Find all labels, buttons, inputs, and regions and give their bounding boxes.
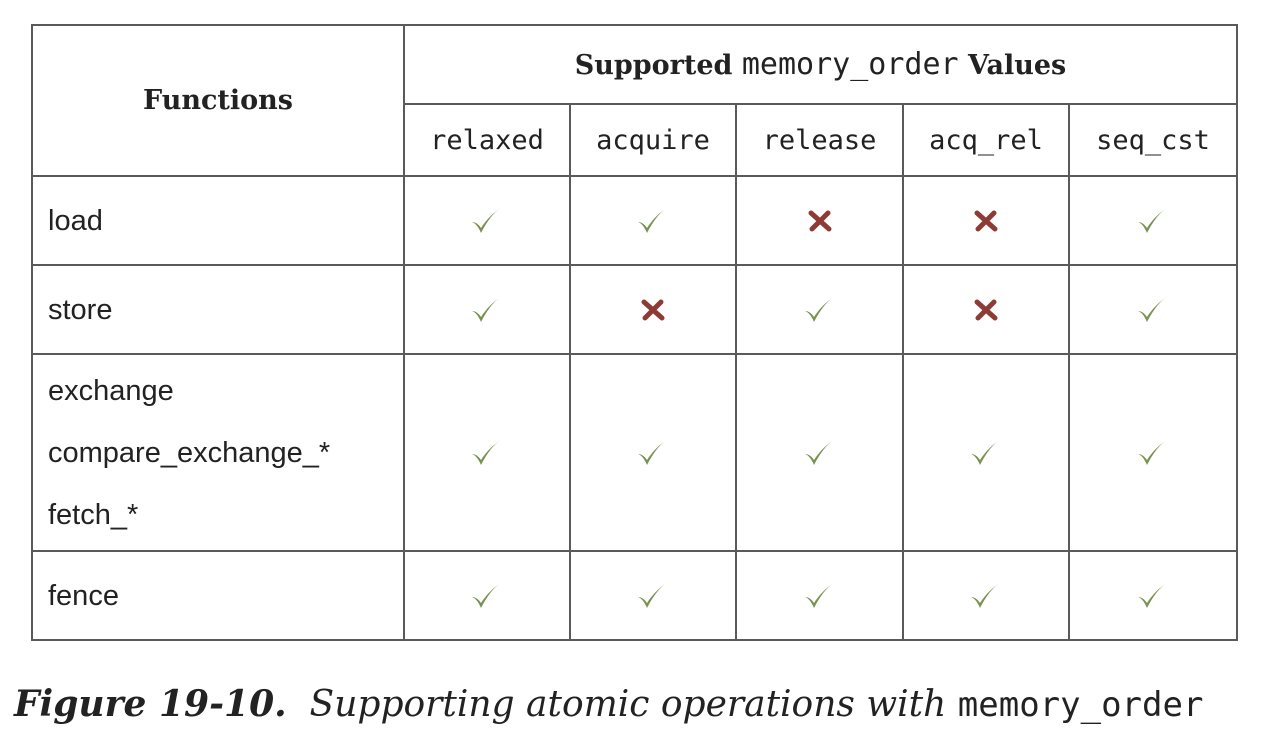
checkmark-icon bbox=[470, 581, 504, 608]
supported-values-header: Supported memory_order Values bbox=[402, 24, 1239, 105]
checkmark-icon bbox=[803, 295, 837, 322]
support-cell-release bbox=[735, 175, 904, 266]
group-header-prefix: Supported bbox=[574, 50, 733, 81]
function-cell: fence bbox=[31, 550, 405, 641]
group-header-code: memory_order bbox=[741, 47, 959, 82]
table-row: fence bbox=[31, 550, 1239, 641]
caption-text: Supporting atomic operations with bbox=[309, 684, 947, 725]
support-cell-acq-rel bbox=[902, 264, 1070, 355]
checkmark-icon bbox=[969, 581, 1003, 608]
table-row: load bbox=[31, 175, 1239, 266]
checkmark-icon bbox=[1136, 438, 1170, 465]
function-name: store bbox=[48, 293, 113, 326]
cross-icon bbox=[974, 299, 998, 320]
support-cell-release bbox=[735, 264, 904, 355]
support-cell-acquire bbox=[569, 550, 737, 641]
support-cell-relaxed bbox=[403, 550, 571, 641]
support-cell-release bbox=[735, 550, 904, 641]
checkmark-icon bbox=[470, 295, 504, 322]
cross-icon bbox=[641, 299, 665, 320]
support-cell-seq-cst bbox=[1067, 175, 1239, 266]
support-cell-acq-rel bbox=[902, 353, 1070, 552]
support-cell-acquire bbox=[569, 175, 737, 266]
checkmark-icon bbox=[636, 438, 670, 465]
support-cell-acq-rel bbox=[902, 550, 1070, 641]
group-header-suffix: Values bbox=[968, 50, 1067, 81]
column-header-acq-rel: acq_rel bbox=[902, 103, 1070, 177]
checkmark-icon bbox=[470, 438, 504, 465]
support-cell-seq-cst bbox=[1067, 550, 1239, 641]
support-cell-relaxed bbox=[403, 353, 571, 552]
table-row: store bbox=[31, 264, 1239, 355]
table-body: load store exchange compare_exchange_*fetch… bbox=[31, 175, 1239, 641]
column-header-relaxed: relaxed bbox=[403, 103, 571, 177]
memory-order-table: Functions Supported memory_order Values … bbox=[31, 24, 1239, 641]
cross-icon bbox=[808, 210, 832, 231]
cross-icon bbox=[974, 210, 998, 231]
support-cell-seq-cst bbox=[1067, 353, 1239, 552]
function-name: fetch_* bbox=[48, 498, 139, 531]
checkmark-icon bbox=[803, 438, 837, 465]
support-cell-seq-cst bbox=[1067, 264, 1239, 355]
figure-caption: Figure 19-10. Supporting atomic operatio… bbox=[14, 683, 1254, 725]
figure-number: Figure 19-10. bbox=[14, 683, 287, 725]
support-cell-acq-rel bbox=[902, 175, 1070, 266]
column-header-acquire: acquire bbox=[569, 103, 737, 177]
function-name: exchange bbox=[48, 374, 174, 407]
caption-code: memory_order bbox=[957, 685, 1204, 725]
support-cell-acquire bbox=[569, 353, 737, 552]
checkmark-icon bbox=[636, 206, 670, 233]
table-row: exchange compare_exchange_* fetch_* bbox=[31, 353, 1239, 552]
support-cell-acquire bbox=[569, 264, 737, 355]
checkmark-icon bbox=[470, 206, 504, 233]
function-cell: load bbox=[31, 175, 405, 266]
checkmark-icon bbox=[1136, 206, 1170, 233]
column-header-seq-cst: seq_cst bbox=[1067, 103, 1239, 177]
support-cell-release bbox=[735, 353, 904, 552]
function-name: fence bbox=[48, 579, 119, 612]
checkmark-icon bbox=[1136, 581, 1170, 608]
function-cell: exchange compare_exchange_* fetch_* bbox=[31, 353, 405, 552]
support-cell-relaxed bbox=[403, 264, 571, 355]
functions-header: Functions bbox=[31, 24, 405, 177]
function-name: load bbox=[48, 204, 103, 237]
column-header-release: release bbox=[735, 103, 904, 177]
checkmark-icon bbox=[1136, 295, 1170, 322]
function-name: compare_exchange_* bbox=[48, 436, 331, 469]
checkmark-icon bbox=[636, 581, 670, 608]
function-cell: store bbox=[31, 264, 405, 355]
support-cell-relaxed bbox=[403, 175, 571, 266]
checkmark-icon bbox=[969, 438, 1003, 465]
checkmark-icon bbox=[803, 581, 837, 608]
